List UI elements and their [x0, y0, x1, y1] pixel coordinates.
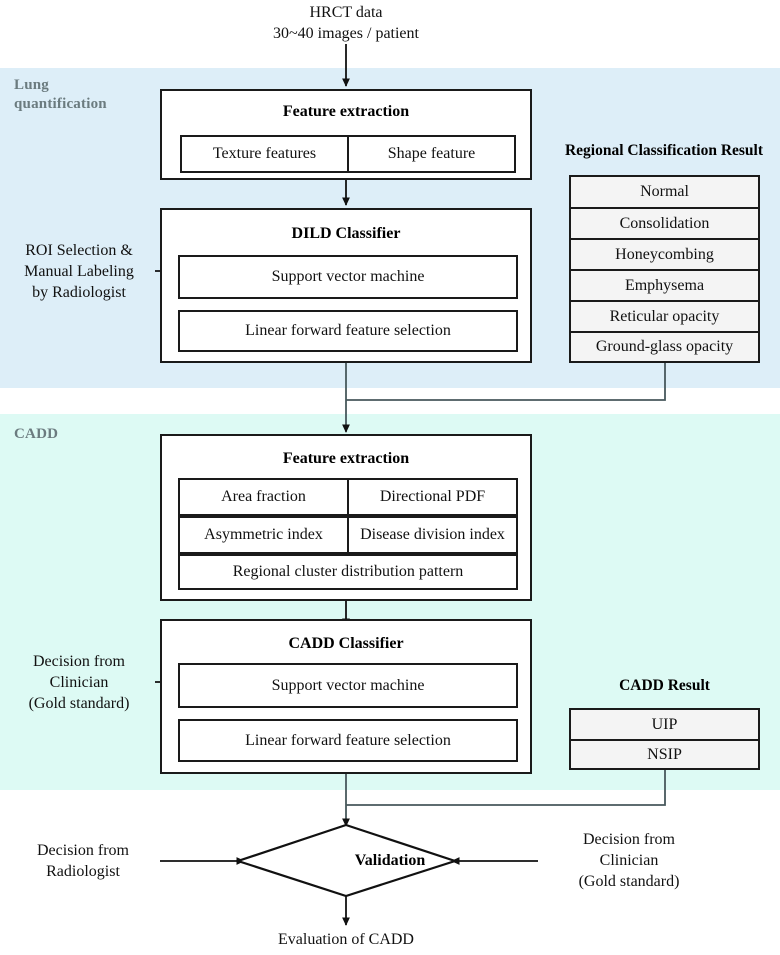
lung-feature-cell-shape[interactable]: Shape feature: [347, 137, 514, 171]
cadd-feature-extraction-box[interactable]: Feature extraction Area fraction Directi…: [160, 434, 532, 601]
regional-classification-result-stack[interactable]: Normal Consolidation Honeycombing Emphys…: [569, 175, 760, 363]
validation-right-note-line3: (Gold standard): [578, 873, 680, 890]
cadd-feature-cell-directional-pdf[interactable]: Directional PDF: [347, 480, 516, 514]
validation-right-note-line2: Clinician: [599, 852, 659, 869]
validation-left-note-line1: Decision from: [37, 842, 129, 859]
regional-result-item-reticular-opacity[interactable]: Reticular opacity: [571, 300, 758, 331]
cadd-result-item-uip[interactable]: UIP: [571, 710, 758, 739]
dild-classifier-box[interactable]: DILD Classifier Support vector machine L…: [160, 208, 532, 363]
roi-selection-note-line3: by Radiologist: [32, 284, 126, 301]
cadd-feature-cell-area-fraction[interactable]: Area fraction: [221, 488, 306, 505]
clinician-decision-note-line1: Decision from: [33, 653, 125, 670]
lung-feature-extraction-title: Feature extraction: [282, 103, 410, 120]
lung-feature-cell-texture[interactable]: Texture features: [212, 145, 317, 162]
band-label-cadd-line1: CADD: [14, 426, 59, 442]
cadd-feature-cell-disease-division-index[interactable]: Disease division index: [347, 518, 516, 552]
roi-selection-note-line2: Manual Labeling: [24, 263, 134, 280]
band-label-lung-line1: Lung: [14, 77, 49, 93]
cadd-feature-extraction-title: Feature extraction: [282, 450, 410, 467]
band-label-cadd: CADD: [14, 425, 154, 444]
band-label-lung-line2: quantification: [14, 96, 107, 112]
cadd-result-title: CADD Result: [619, 677, 710, 694]
validation-right-note: Decision from Clinician (Gold standard): [545, 829, 713, 892]
regional-result-item-consolidation[interactable]: Consolidation: [571, 207, 758, 238]
cadd-feature-row-1[interactable]: Area fraction Directional PDF: [178, 478, 518, 516]
lung-feature-extraction-box[interactable]: Feature extraction Texture features Shap…: [160, 89, 532, 180]
dild-classifier-title: DILD Classifier: [291, 225, 401, 242]
cadd-classifier-box[interactable]: CADD Classifier Support vector machine L…: [160, 619, 532, 774]
clinician-decision-note-line3: (Gold standard): [28, 695, 130, 712]
cadd-result-item-nsip[interactable]: NSIP: [571, 739, 758, 768]
clinician-decision-note: Decision from Clinician (Gold standard): [4, 651, 154, 714]
validation-left-note-line2: Radiologist: [46, 863, 120, 880]
cadd-svm-box[interactable]: Support vector machine: [178, 663, 518, 708]
regional-result-item-normal[interactable]: Normal: [571, 177, 758, 207]
validation-right-note-line1: Decision from: [583, 831, 675, 848]
dild-feature-selection-box[interactable]: Linear forward feature selection: [178, 310, 518, 352]
validation-left-note: Decision from Radiologist: [8, 840, 158, 882]
input-label-line1: HRCT data: [309, 4, 383, 21]
lung-feature-row-1[interactable]: Texture features Shape feature: [180, 135, 516, 173]
regional-result-item-ground-glass-opacity[interactable]: Ground-glass opacity: [571, 331, 758, 361]
clinician-decision-note-line2: Clinician: [49, 674, 109, 691]
cadd-result-stack[interactable]: UIP NSIP: [569, 708, 760, 770]
input-label-line2: 30~40 images / patient: [273, 25, 419, 42]
cadd-feature-cell-asymmetric-index[interactable]: Asymmetric index: [204, 526, 323, 543]
cadd-feature-row-3[interactable]: Regional cluster distribution pattern: [178, 554, 518, 590]
regional-result-item-honeycombing[interactable]: Honeycombing: [571, 238, 758, 269]
dild-svm-box[interactable]: Support vector machine: [178, 255, 518, 299]
validation-label: Validation: [354, 852, 426, 869]
regional-result-item-emphysema[interactable]: Emphysema: [571, 269, 758, 300]
regional-classification-result-title: Regional Classification Result: [564, 142, 764, 159]
output-label: Evaluation of CADD: [278, 931, 414, 948]
cadd-feature-selection-box[interactable]: Linear forward feature selection: [178, 719, 518, 762]
roi-selection-note: ROI Selection & Manual Labeling by Radio…: [4, 240, 154, 303]
cadd-feature-row-2[interactable]: Asymmetric index Disease division index: [178, 516, 518, 554]
band-label-lung-quantification: Lung quantification: [14, 76, 154, 114]
roi-selection-note-line1: ROI Selection &: [25, 242, 133, 259]
cadd-classifier-title: CADD Classifier: [288, 635, 404, 652]
input-label: HRCT data 30~40 images / patient: [226, 2, 466, 44]
